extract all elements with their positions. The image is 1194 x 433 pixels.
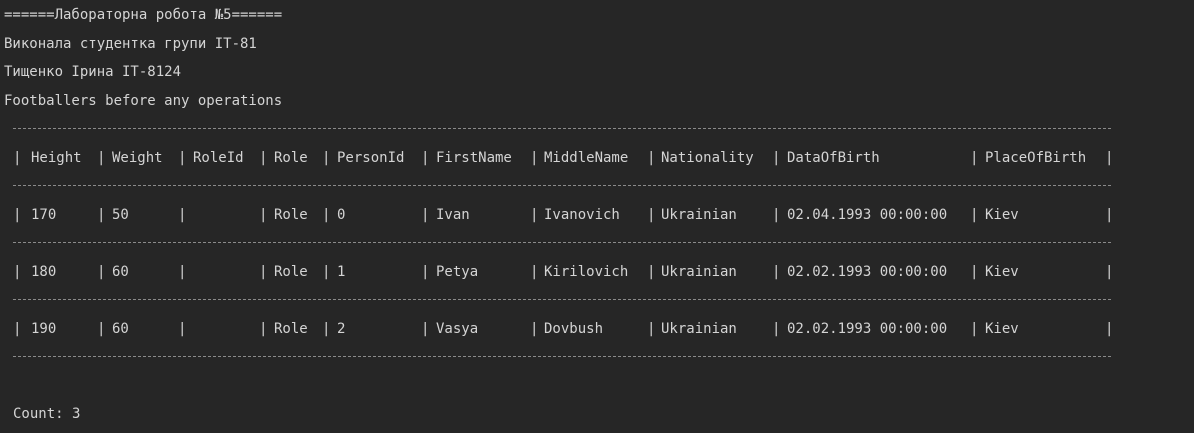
table-cell: 60: [112, 321, 129, 337]
column-header: PlaceOfBirth: [985, 150, 1087, 166]
column-divider: |: [772, 264, 781, 280]
title-line: ======Лабораторна робота №5======: [4, 7, 283, 23]
column-divider: |: [421, 321, 430, 337]
column-divider: |: [421, 264, 430, 280]
count-line: Count: 3: [13, 406, 81, 422]
column-divider: |: [178, 150, 187, 166]
column-divider: |: [1105, 264, 1114, 280]
column-divider: |: [970, 207, 979, 223]
table-cell: Vasya: [436, 321, 479, 337]
column-header: PersonId: [337, 150, 405, 166]
column-divider: |: [530, 207, 539, 223]
table-cell: 50: [112, 207, 129, 223]
table-cell: Ukrainian: [661, 264, 737, 280]
table-cell: Role: [274, 264, 308, 280]
table-cell: Kiev: [985, 264, 1019, 280]
table-cell: 190: [31, 321, 57, 337]
table-cell: Kiev: [985, 321, 1019, 337]
table-cell: Role: [274, 207, 308, 223]
table-cell: 180: [31, 264, 57, 280]
author-line: Виконала студентка групи ІТ-81: [4, 36, 257, 52]
column-divider: |: [178, 207, 187, 223]
table-cell: Role: [274, 321, 308, 337]
table-cell: Kirilovich: [544, 264, 629, 280]
table-separator: [13, 299, 1111, 300]
table-separator: [13, 356, 1111, 357]
column-divider: |: [259, 321, 268, 337]
column-header: DataOfBirth: [787, 150, 880, 166]
column-divider: |: [647, 207, 656, 223]
column-header: Weight: [112, 150, 163, 166]
table-row: | | | | | | | | | | | 190 60 Role 2 Vasya Dovbush Ukraini…: [13, 319, 1113, 339]
column-divider: |: [259, 150, 268, 166]
column-divider: |: [421, 150, 430, 166]
table-cell: 02.04.1993 00:00:00: [787, 207, 948, 223]
table-cell: 0: [337, 207, 346, 223]
table-cell: 2: [337, 321, 346, 337]
caption-line: Footballers before any operations: [4, 93, 283, 109]
column-divider: |: [97, 321, 106, 337]
student-name-line: Тищенко Ірина ІТ-8124: [4, 64, 182, 80]
table-cell: Ukrainian: [661, 207, 737, 223]
table-header-row: | | | | | | | | | | | Height Weight RoleId Role PersonI…: [13, 148, 1113, 168]
table-separator: [13, 242, 1111, 243]
table-cell: 02.02.1993 00:00:00: [787, 321, 948, 337]
column-divider: |: [13, 150, 22, 166]
table-row: | | | | | | | | | | | 170 50 Role 0 Ivan Ivanovich Ukrain…: [13, 205, 1113, 225]
table-cell: Ukrainian: [661, 321, 737, 337]
table-separator: [13, 128, 1111, 129]
column-divider: |: [421, 207, 430, 223]
column-header: Nationality: [661, 150, 754, 166]
column-header: FirstName: [436, 150, 512, 166]
table-cell: 60: [112, 264, 129, 280]
column-divider: |: [97, 264, 106, 280]
column-divider: |: [970, 150, 979, 166]
column-divider: |: [530, 264, 539, 280]
column-divider: |: [772, 207, 781, 223]
column-header: Height: [31, 150, 82, 166]
column-divider: |: [1105, 207, 1114, 223]
column-divider: |: [322, 150, 331, 166]
column-divider: |: [13, 321, 22, 337]
table-cell: 02.02.1993 00:00:00: [787, 264, 948, 280]
column-divider: |: [970, 321, 979, 337]
table-cell: Petya: [436, 264, 479, 280]
column-divider: |: [1105, 321, 1114, 337]
column-divider: |: [647, 321, 656, 337]
table-row: | | | | | | | | | | | 180 60 Role 1 Petya Kirilovich Ukra…: [13, 262, 1113, 282]
table-cell: 170: [31, 207, 57, 223]
column-divider: |: [772, 321, 781, 337]
column-header: Role: [274, 150, 308, 166]
column-header: RoleId: [193, 150, 244, 166]
column-divider: |: [647, 264, 656, 280]
column-divider: |: [647, 150, 656, 166]
table-cell: Kiev: [985, 207, 1019, 223]
column-divider: |: [322, 207, 331, 223]
table-cell: Ivanovich: [544, 207, 620, 223]
column-divider: |: [322, 321, 331, 337]
column-divider: |: [97, 150, 106, 166]
table-cell: Ivan: [436, 207, 470, 223]
table-cell: 1: [337, 264, 346, 280]
column-header: MiddleName: [544, 150, 629, 166]
column-divider: |: [178, 321, 187, 337]
table-separator: [13, 185, 1111, 186]
column-divider: |: [178, 264, 187, 280]
column-divider: |: [259, 207, 268, 223]
table-cell: Dovbush: [544, 321, 604, 337]
column-divider: |: [1105, 150, 1114, 166]
column-divider: |: [259, 264, 268, 280]
column-divider: |: [530, 321, 539, 337]
column-divider: |: [970, 264, 979, 280]
column-divider: |: [530, 150, 539, 166]
column-divider: |: [13, 207, 22, 223]
column-divider: |: [97, 207, 106, 223]
column-divider: |: [322, 264, 331, 280]
column-divider: |: [13, 264, 22, 280]
column-divider: |: [772, 150, 781, 166]
